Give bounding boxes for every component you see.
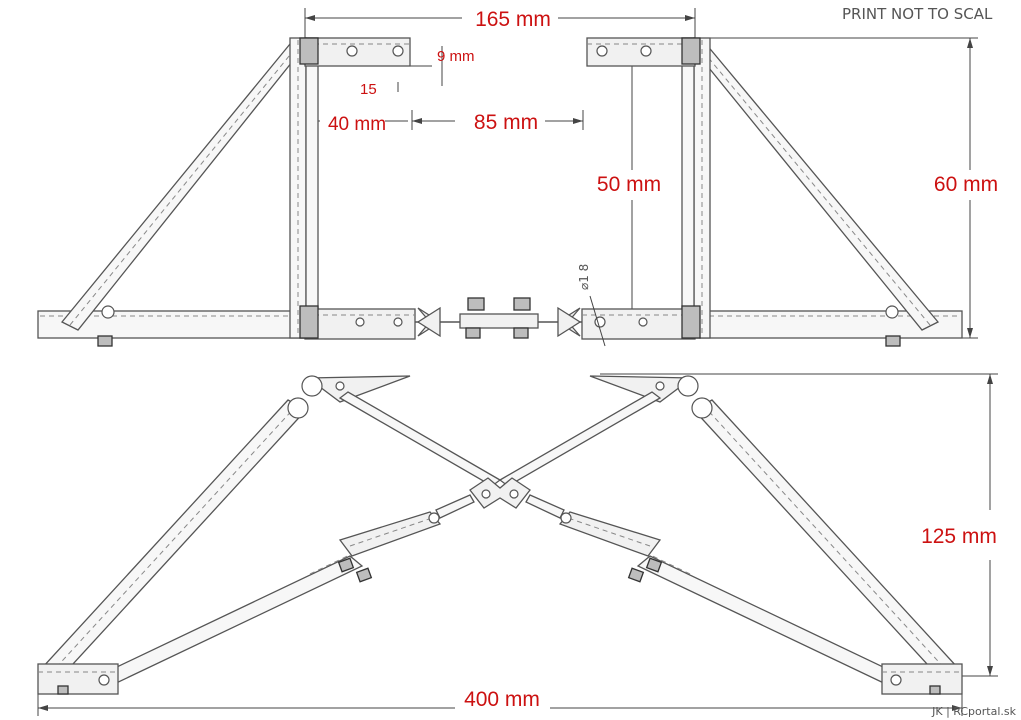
dim-hole-height: 50 mm — [597, 173, 661, 196]
dim-bottom-width: 400 mm — [464, 688, 540, 711]
dim-top-width: 165 mm — [475, 8, 551, 31]
dim-gap: 85 mm — [474, 111, 538, 134]
dim-slot: 9 mm — [437, 48, 475, 65]
dim-bolt-diameter: ⌀1 8 — [577, 264, 591, 290]
dim-side-height: 60 mm — [934, 173, 998, 196]
credit-text: JK | RCportal.sk — [931, 705, 1017, 718]
front-view — [37, 373, 998, 716]
top-view — [37, 8, 978, 347]
dim-front-height: 125 mm — [921, 525, 997, 548]
scale-notice: PRINT NOT TO SCAL — [842, 5, 993, 23]
dim-plate-length: 40 mm — [328, 114, 386, 135]
dim-hole-offset: 15 — [360, 81, 377, 98]
